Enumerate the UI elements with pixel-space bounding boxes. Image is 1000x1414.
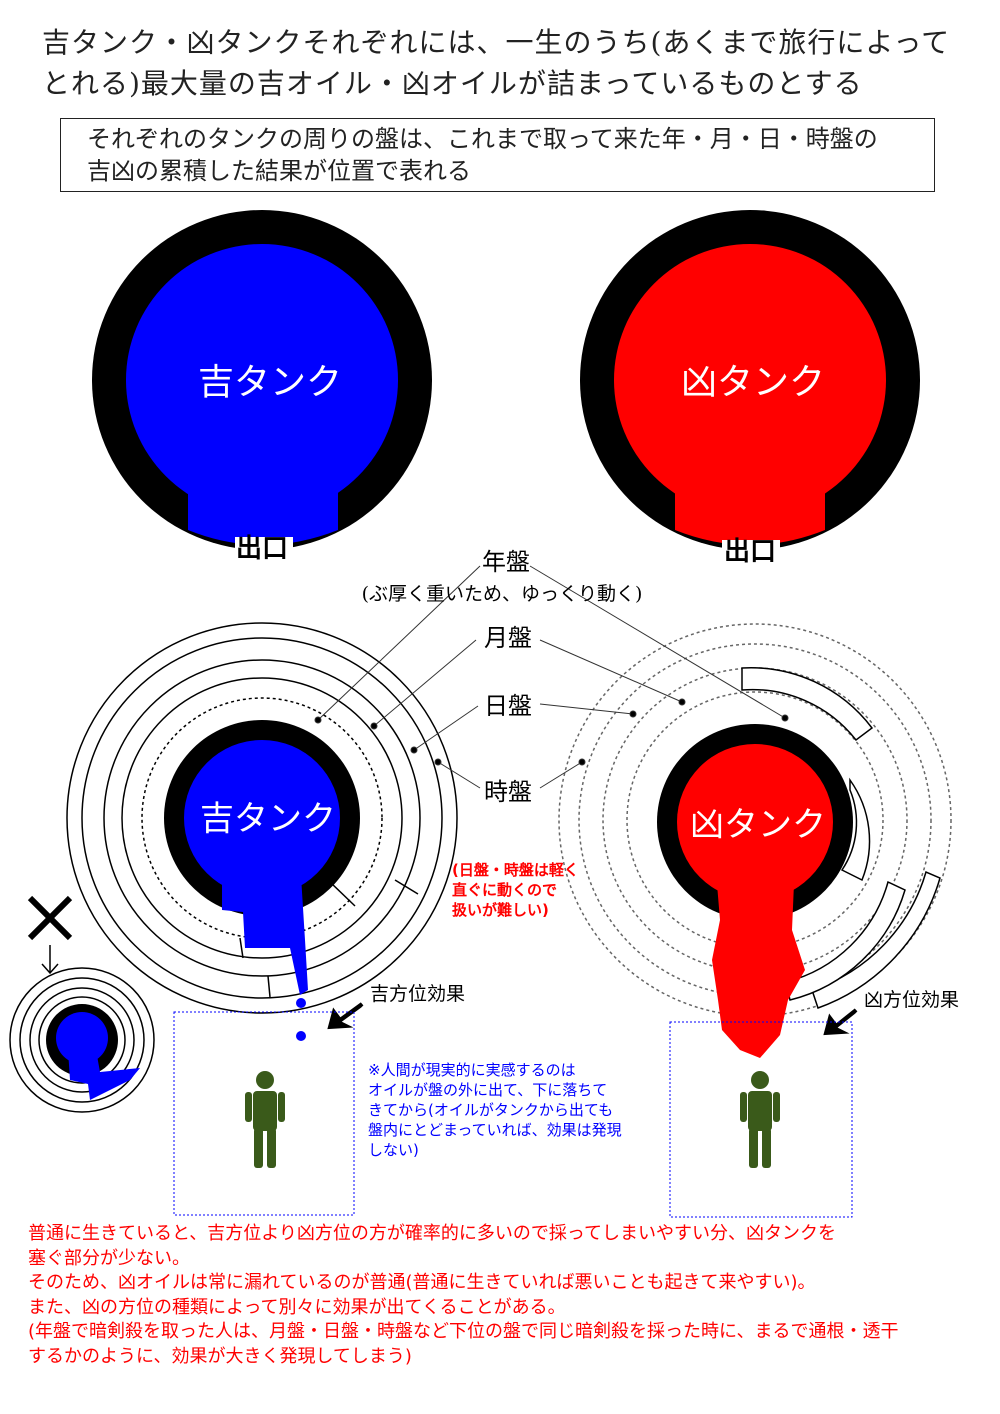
good-tank-label: 吉タンク: [198, 362, 342, 403]
board-note: (日盤・時盤は軽く 直ぐに動くので 扱いが難しい): [452, 860, 579, 920]
hour-board-label: 時盤: [484, 778, 532, 806]
good-board-rings: [66, 622, 458, 1014]
year-board-note: (ぶ厚く重いため、ゆっくり動く): [362, 583, 643, 605]
bottom-line: するかのように、効果が大きく発現してしまう): [28, 1345, 412, 1367]
down-arrow-icon: [41, 945, 59, 975]
bottom-line: また、凶の方位の種類によって別々に効果が出てくることがある。: [28, 1296, 566, 1318]
bad-effect-label: 凶方位効果: [864, 989, 959, 1011]
good-tank-small: 吉タンク: [164, 720, 360, 1041]
red-note-line: 直ぐに動くので: [452, 881, 558, 899]
blue-note-line: オイルが盤の外に出て、下に落ちて: [368, 1081, 608, 1099]
person-icon: [245, 1071, 285, 1168]
note-line-1: それぞれのタンクの周りの盤は、これまで取って来た年・月・日・時盤の: [87, 125, 878, 153]
arrow-icon: [327, 1002, 364, 1030]
blue-note-line: きてから(オイルがタンクから出ても: [368, 1101, 614, 1119]
good-outlet-label: 出口: [236, 534, 288, 564]
bottom-explanation: 普通に生きていると、吉方位より凶方位の方が確率的に多いので採ってしまいやすい分、…: [28, 1222, 898, 1369]
note-box: それぞれのタンクの周りの盤は、これまで取って来た年・月・日・時盤の 吉凶の累積し…: [60, 118, 935, 192]
good-effect-area: [173, 1011, 355, 1216]
bad-tank-label: 凶タンク: [681, 362, 825, 403]
year-board-label: 年盤: [482, 548, 530, 576]
bad-board-segments: [741, 666, 941, 1009]
bad-outlet-label: 出口: [724, 537, 776, 567]
blue-note-line: 盤内にとどまっていれば、効果は発現: [368, 1121, 622, 1139]
good-tank-small-label: 吉タンク: [200, 799, 336, 839]
title-line-1: 吉タンク・凶タンクそれぞれには、一生のうち(あくまで旅行によって: [42, 26, 951, 59]
title-line-2: とれる)最大量の吉オイル・凶オイルが詰まっているものとする: [42, 67, 863, 100]
bad-tank-large: 凶タンク 出口: [580, 210, 920, 567]
effect-note: ※人間が現実的に実感するのは オイルが盤の外に出て、下に落ちて きてから(オイル…: [368, 1060, 622, 1160]
blue-note-line: しない): [368, 1141, 419, 1159]
arrow-icon: [823, 1008, 858, 1036]
page-title: 吉タンク・凶タンクそれぞれには、一生のうち(あくまで旅行によって とれる)最大量…: [42, 22, 950, 104]
red-note-line: 扱いが難しい): [452, 901, 549, 919]
month-board-label: 月盤: [484, 624, 532, 652]
leader-lines: [314, 565, 789, 789]
bad-tank-small-label: 凶タンク: [690, 805, 826, 845]
bottom-line: 普通に生きていると、吉方位より凶方位の方が確率的に多いので採ってしまいやすい分、…: [28, 1223, 837, 1244]
red-note-line: (日盤・時盤は軽く: [452, 861, 579, 879]
good-tank-large: 吉タンク 出口: [92, 210, 432, 564]
bottom-line: そのため、凶オイルは常に漏れているのが普通(普通に生きていれば悪いことも起きて来…: [28, 1272, 816, 1293]
bottom-line: 塞ぐ部分が少ない。: [28, 1247, 190, 1269]
good-effect-label: 吉方位効果: [370, 983, 465, 1005]
small-tank-example: [9, 967, 155, 1113]
blue-note-line: ※人間が現実的に実感するのは: [368, 1061, 576, 1079]
bad-tank-small: 凶タンク: [657, 724, 853, 1058]
bottom-line: (年盤で暗剣殺を取った人は、月盤・日盤・時盤など下位の盤で同じ暗剣殺を採った時に…: [28, 1321, 899, 1342]
person-icon: [740, 1071, 780, 1168]
day-board-label: 日盤: [484, 692, 532, 720]
bad-effect-area: [669, 1021, 853, 1218]
cross-icon: [27, 895, 73, 941]
note-line-2: 吉凶の累積した結果が位置で表れる: [87, 157, 471, 185]
